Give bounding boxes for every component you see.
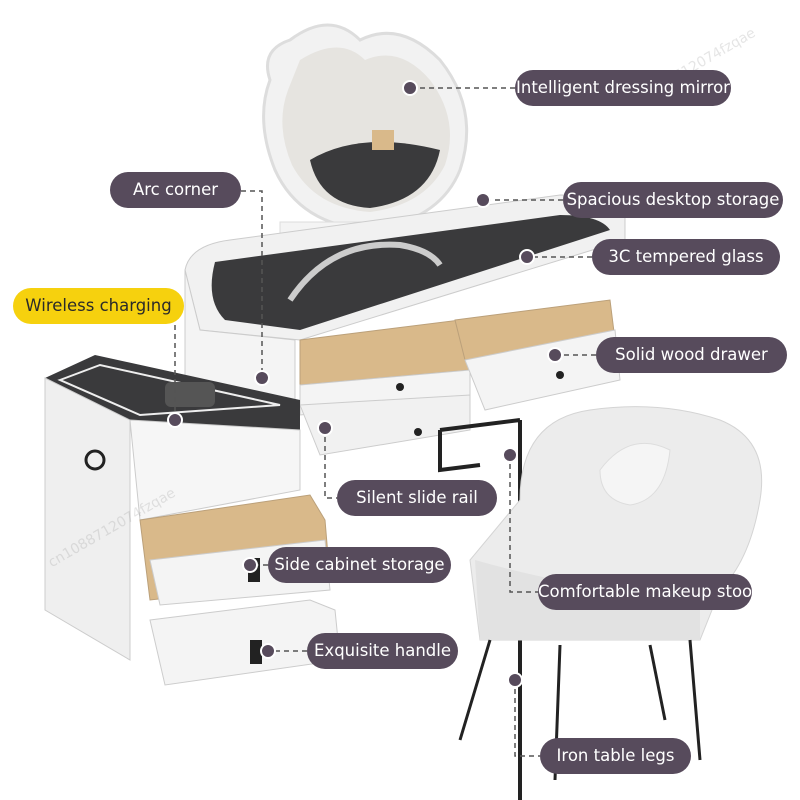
label-iron-table-legs: Iron table legs [540, 738, 691, 774]
side-cabinet [44, 355, 341, 686]
label-spacious-desktop-storage: Spacious desktop storage [563, 182, 783, 218]
label-comfortable-makeup-stool: Comfortable makeup stool [538, 574, 757, 610]
label-solid-wood-drawer: Solid wood drawer [596, 337, 787, 373]
mirror [262, 23, 469, 241]
label-silent-slide-rail: Silent slide rail [337, 480, 497, 516]
vanity-desk [184, 194, 626, 800]
leader-lines [174, 87, 596, 757]
label-intelligent-dressing-mirror: Intelligent dressing mirror [515, 70, 731, 106]
label-exquisite-handle: Exquisite handle [307, 633, 458, 669]
label-side-cabinet-storage: Side cabinet storage [268, 547, 451, 583]
marker-dots [167, 80, 563, 688]
label-arc-corner: Arc corner [110, 172, 241, 208]
label-tempered-glass: 3C tempered glass [592, 239, 780, 275]
label-wireless-charging: Wireless charging [13, 288, 184, 324]
